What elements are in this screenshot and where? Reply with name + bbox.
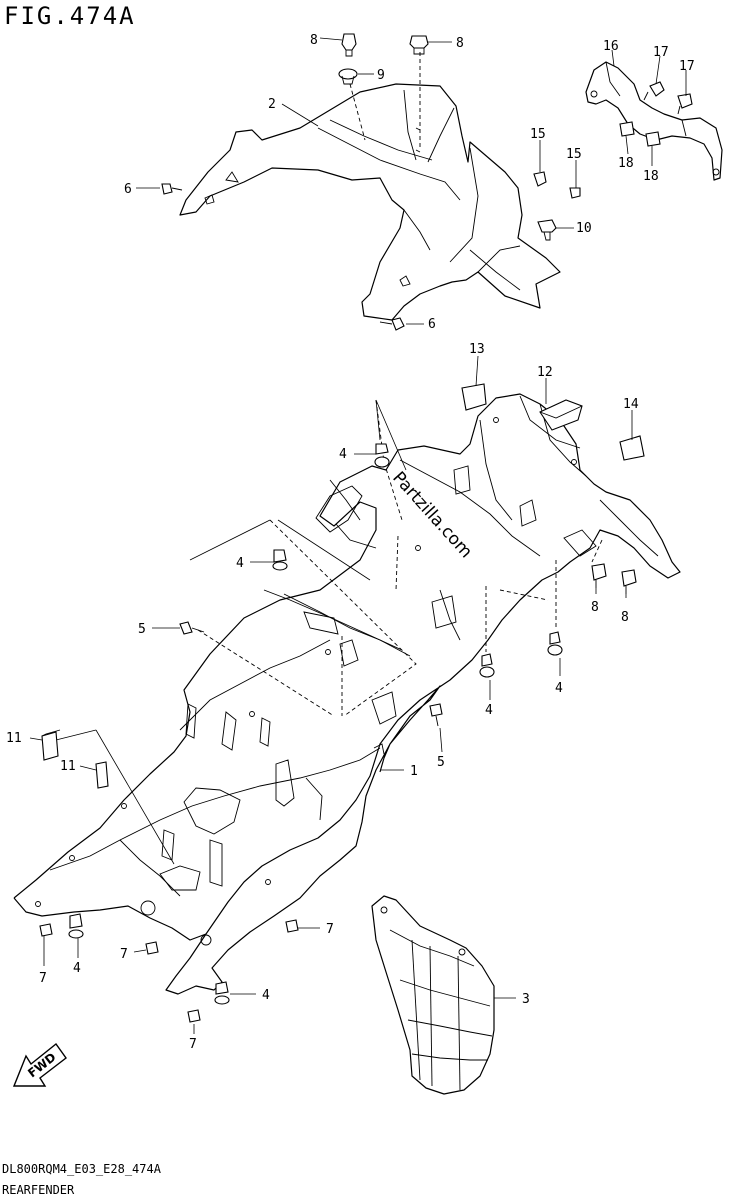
callout-8a: 8 — [310, 33, 318, 48]
figure-title: FIG.474A — [4, 2, 136, 30]
watermark: Partzilla.com — [388, 468, 476, 562]
screw-7-right[interactable] — [285, 919, 299, 933]
screw-7-bottom-left[interactable] — [39, 923, 53, 937]
callout-15b: 15 — [566, 147, 582, 162]
callout-4f: 4 — [262, 988, 270, 1003]
grommet-9[interactable] — [338, 68, 358, 85]
bolt-8-right-b[interactable] — [621, 569, 637, 594]
callout-5b: 5 — [437, 755, 445, 770]
screw-5-left[interactable] — [179, 621, 205, 635]
callout-8b: 8 — [456, 36, 464, 51]
callout-6b: 6 — [428, 317, 436, 332]
clip-4-left[interactable] — [272, 549, 288, 571]
callout-4d: 4 — [555, 681, 563, 696]
pad-12[interactable] — [539, 399, 583, 431]
nut-15-b[interactable] — [569, 187, 581, 199]
clip-4-right[interactable] — [547, 631, 563, 656]
callout-17a: 17 — [653, 45, 669, 60]
callout-5a: 5 — [138, 622, 146, 637]
clip-18-b[interactable] — [645, 131, 661, 147]
callout-7d: 7 — [189, 1037, 197, 1052]
callout-18b: 18 — [643, 169, 659, 184]
clip-4-upper[interactable] — [374, 443, 390, 468]
callout-17b: 17 — [679, 59, 695, 74]
figure-code: DL800RQM4_E03_E28_474A — [2, 1162, 161, 1176]
callout-12: 12 — [537, 365, 553, 380]
bolt-8-right-a[interactable] — [591, 563, 607, 588]
screw-5-center[interactable] — [429, 703, 443, 727]
callout-9: 9 — [377, 68, 385, 83]
clip-4-bottom-left[interactable] — [68, 913, 84, 939]
callout-15a: 15 — [530, 127, 546, 142]
nut-8-top-right[interactable] — [409, 35, 429, 55]
bolt-8-top-left[interactable] — [341, 33, 357, 57]
callout-4b: 4 — [236, 556, 244, 571]
clip-4-center[interactable] — [479, 653, 495, 678]
callout-11a: 11 — [6, 731, 22, 746]
part-3-mud-guard[interactable] — [371, 895, 495, 1095]
callout-8c: 8 — [591, 600, 599, 615]
nut-15-a[interactable] — [533, 171, 547, 187]
watermark-text: Partzilla.com — [388, 468, 476, 562]
callout-4a: 4 — [339, 447, 347, 462]
callout-2: 2 — [268, 97, 276, 112]
callout-14: 14 — [623, 397, 639, 412]
screw-7-bottom-center[interactable] — [145, 941, 159, 955]
callout-3: 3 — [522, 992, 530, 1007]
bolt-10[interactable] — [537, 219, 557, 241]
callout-8d: 8 — [621, 610, 629, 625]
callout-6a: 6 — [124, 182, 132, 197]
fwd-arrow-icon: FWD — [12, 1042, 67, 1087]
callout-13: 13 — [469, 342, 485, 357]
pad-11-a[interactable] — [41, 729, 61, 761]
leader-lines — [29, 37, 687, 1034]
callout-11b: 11 — [60, 759, 76, 774]
part-1-rear-fender[interactable] — [13, 393, 681, 995]
part-2-fender-cover[interactable] — [179, 52, 561, 321]
bolt-17-b[interactable] — [677, 93, 693, 115]
pad-11-b[interactable] — [95, 761, 109, 789]
screw-6-left[interactable] — [161, 183, 183, 195]
callout-4c: 4 — [485, 703, 493, 718]
clip-18-a[interactable] — [619, 121, 635, 137]
pad-14[interactable] — [619, 435, 645, 461]
part-16-bracket[interactable] — [585, 61, 723, 181]
screw-7-bottom[interactable] — [187, 1009, 201, 1023]
callout-18a: 18 — [618, 156, 634, 171]
pad-13[interactable] — [461, 383, 487, 411]
bolt-17-a[interactable] — [643, 81, 665, 101]
callout-7a: 7 — [39, 971, 47, 986]
callout-4e: 4 — [73, 961, 81, 976]
callout-labels: 8 8 9 2 6 6 16 17 17 15 15 18 18 10 13 1… — [6, 33, 695, 1052]
callout-7c: 7 — [326, 922, 334, 937]
reference-lines — [55, 399, 603, 865]
figure-caption: REARFENDER — [2, 1183, 75, 1197]
clip-4-bottom[interactable] — [214, 981, 230, 1005]
callout-16: 16 — [603, 39, 619, 54]
callout-10: 10 — [576, 221, 592, 236]
callout-1: 1 — [410, 764, 418, 779]
callout-7b: 7 — [120, 947, 128, 962]
screw-6-lower[interactable] — [379, 317, 405, 331]
